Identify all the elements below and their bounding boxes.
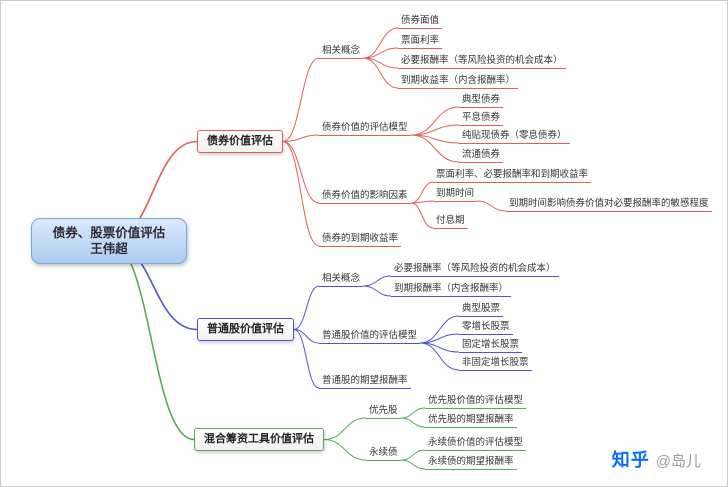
node-bond-related-concepts[interactable]: 相关概念 bbox=[319, 44, 364, 59]
node-circulating-bond[interactable]: 流通债券 bbox=[459, 148, 504, 163]
node-perpetual-bond[interactable]: 永续债 bbox=[366, 446, 401, 461]
node-nonconstant-growth-stock[interactable]: 非固定增长股票 bbox=[459, 356, 532, 371]
node-preferred-stock-valuation-model[interactable]: 优先股价值的评估模型 bbox=[425, 394, 527, 409]
zhihu-logo: 知乎 bbox=[611, 450, 650, 470]
node-typical-stock[interactable]: 典型股票 bbox=[459, 302, 504, 317]
watermark: 知乎 @岛儿 bbox=[612, 446, 701, 472]
node-factor-payment-period[interactable]: 付息期 bbox=[433, 214, 468, 229]
node-perpetual-bond-expected-return[interactable]: 永续债的期望报酬率 bbox=[425, 455, 517, 470]
node-stock-required-return[interactable]: 必要报酬率（等风险投资的机会成本） bbox=[391, 262, 559, 277]
node-typical-bond[interactable]: 典型债券 bbox=[459, 93, 504, 108]
node-zero-growth-stock[interactable]: 零增长股票 bbox=[459, 320, 513, 335]
node-preferred-stock[interactable]: 优先股 bbox=[366, 404, 401, 419]
node-pure-discount-bond[interactable]: 纯贴现债券（零息债券） bbox=[459, 129, 570, 144]
node-stock-related-concepts[interactable]: 相关概念 bbox=[319, 272, 364, 287]
node-constant-growth-stock[interactable]: 固定增长股票 bbox=[459, 338, 523, 353]
node-coupon-rate[interactable]: 票面利率 bbox=[398, 34, 443, 49]
watermark-username: @岛儿 bbox=[655, 453, 701, 470]
topic-hybrid-financing-valuation[interactable]: 混合筹资工具价值评估 bbox=[194, 428, 324, 451]
node-bond-required-return[interactable]: 必要报酬率（等风险投资的机会成本） bbox=[398, 54, 566, 69]
node-level-coupon-bond[interactable]: 平息债券 bbox=[459, 111, 504, 126]
central-topic-title: 债券、股票价值评估 bbox=[52, 226, 166, 240]
node-factor-rates-and-ytm[interactable]: 票面利率、必要报酬率和到期收益率 bbox=[433, 168, 592, 183]
node-bond-face-value[interactable]: 债券面值 bbox=[398, 14, 443, 29]
node-bond-ytm[interactable]: 债券的到期收益率 bbox=[319, 232, 402, 247]
node-yield-to-maturity[interactable]: 到期收益率（内含报酬率） bbox=[398, 74, 519, 89]
node-stock-valuation-model[interactable]: 普通股价值的评估模型 bbox=[319, 329, 421, 344]
topic-common-stock-valuation[interactable]: 普通股价值评估 bbox=[197, 318, 294, 341]
node-bond-value-factors[interactable]: 债券价值的影响因素 bbox=[319, 189, 411, 204]
central-topic-author: 王伟超 bbox=[90, 242, 128, 256]
node-perpetual-bond-valuation-model[interactable]: 永续债价值的评估模型 bbox=[425, 436, 527, 451]
node-bond-valuation-model[interactable]: 债券价值的评估模型 bbox=[319, 121, 411, 136]
node-factor-time-to-maturity[interactable]: 到期时间 bbox=[433, 187, 478, 202]
node-stock-expected-return[interactable]: 普通股的期望报酬率 bbox=[319, 374, 411, 389]
node-stock-maturity-return[interactable]: 到期报酬率（内含报酬率） bbox=[391, 282, 512, 297]
topic-bond-valuation[interactable]: 债券价值评估 bbox=[197, 130, 283, 153]
central-topic[interactable]: 债券、股票价值评估 王伟超 bbox=[31, 218, 187, 264]
node-preferred-stock-expected-return[interactable]: 优先股的期望报酬率 bbox=[425, 413, 517, 428]
node-maturity-sensitivity-note[interactable]: 到期时间影响债券价值对必要报酬率的敏感程度 bbox=[506, 197, 712, 212]
